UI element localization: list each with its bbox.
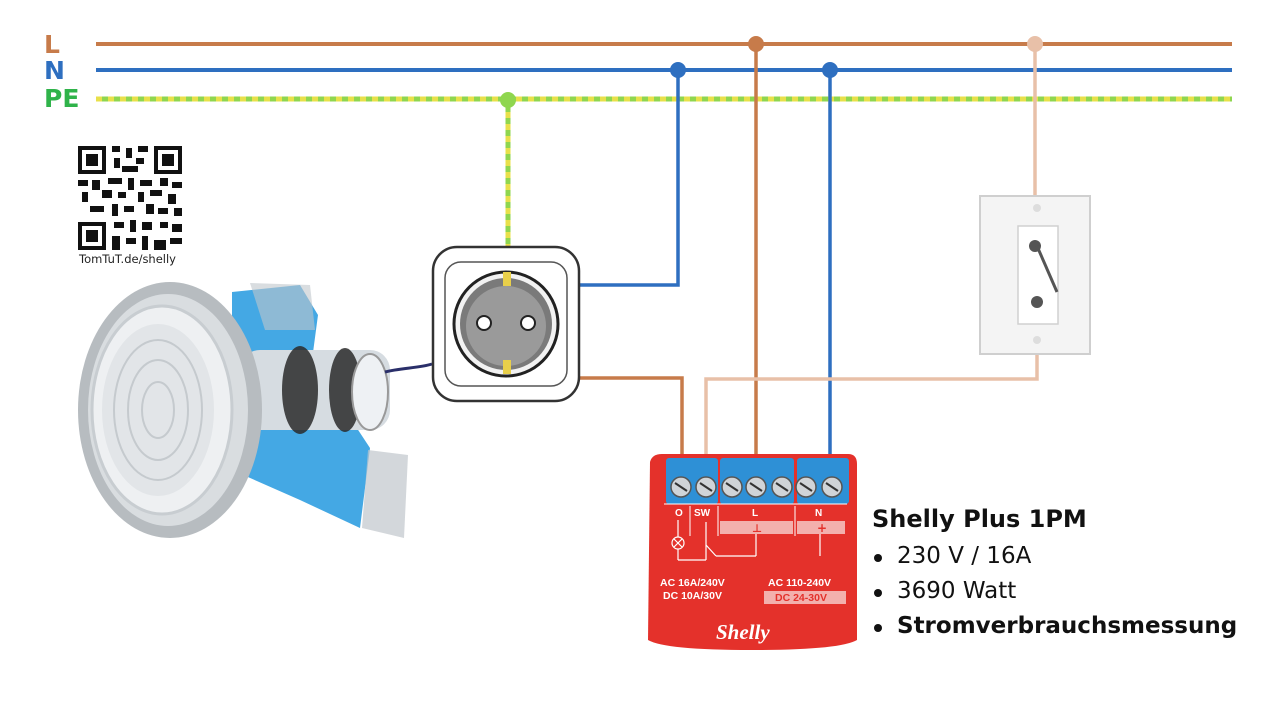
info-bullet-metering: Stromverbrauchsmessung <box>872 609 1252 644</box>
shelly-relay: O SW L N ⊥ + AC 16A/240V DC 10A/30V AC 1… <box>648 454 857 650</box>
l-junction-relay <box>748 36 764 52</box>
wire-label-n: N <box>44 56 65 85</box>
relay-spec-left-2: DC 10A/30V <box>663 590 722 602</box>
info-bullet-voltage: 230 V / 16A <box>872 539 1252 574</box>
n-junction-socket <box>670 62 686 78</box>
relay-terminal-l: L <box>752 508 758 519</box>
pool-lamp-illustration <box>78 282 433 538</box>
relay-spec-left-1: AC 16A/240V <box>660 577 725 589</box>
relay-spec-right-1: AC 110-240V <box>768 577 831 589</box>
info-bullet-list: 230 V / 16A 3690 Watt Stromverbrauchsmes… <box>872 539 1252 644</box>
relay-terminal-blocks <box>666 458 849 504</box>
wire-label-pe: PE <box>44 84 80 113</box>
relay-terminal-sw: SW <box>694 508 711 519</box>
switch-return-wire <box>704 352 1039 462</box>
relay-symbol-pos: + <box>817 521 827 535</box>
relay-spec-right-2: DC 24-30V <box>775 592 827 604</box>
relay-symbol-neg: ⊥ <box>752 522 762 535</box>
relay-terminal-o: O <box>675 508 683 519</box>
relay-terminal-n: N <box>815 508 822 519</box>
info-panel: Shelly Plus 1PM 230 V / 16A 3690 Watt St… <box>872 505 1252 644</box>
pe-junction <box>500 92 516 108</box>
qr-caption: TomTuT.de/shelly <box>79 252 176 266</box>
wire-label-l: L <box>44 30 60 59</box>
schuko-socket <box>431 245 581 403</box>
n-wire-socket <box>580 70 680 287</box>
info-bullet-power: 3690 Watt <box>872 574 1252 609</box>
relay-brand-logo: Shelly <box>716 620 770 644</box>
qr-code <box>78 146 182 250</box>
info-title: Shelly Plus 1PM <box>872 505 1087 533</box>
output-wire-socket <box>580 376 684 462</box>
n-junction-relay <box>822 62 838 78</box>
switch-junction <box>1027 36 1043 52</box>
wall-switch <box>979 195 1091 355</box>
